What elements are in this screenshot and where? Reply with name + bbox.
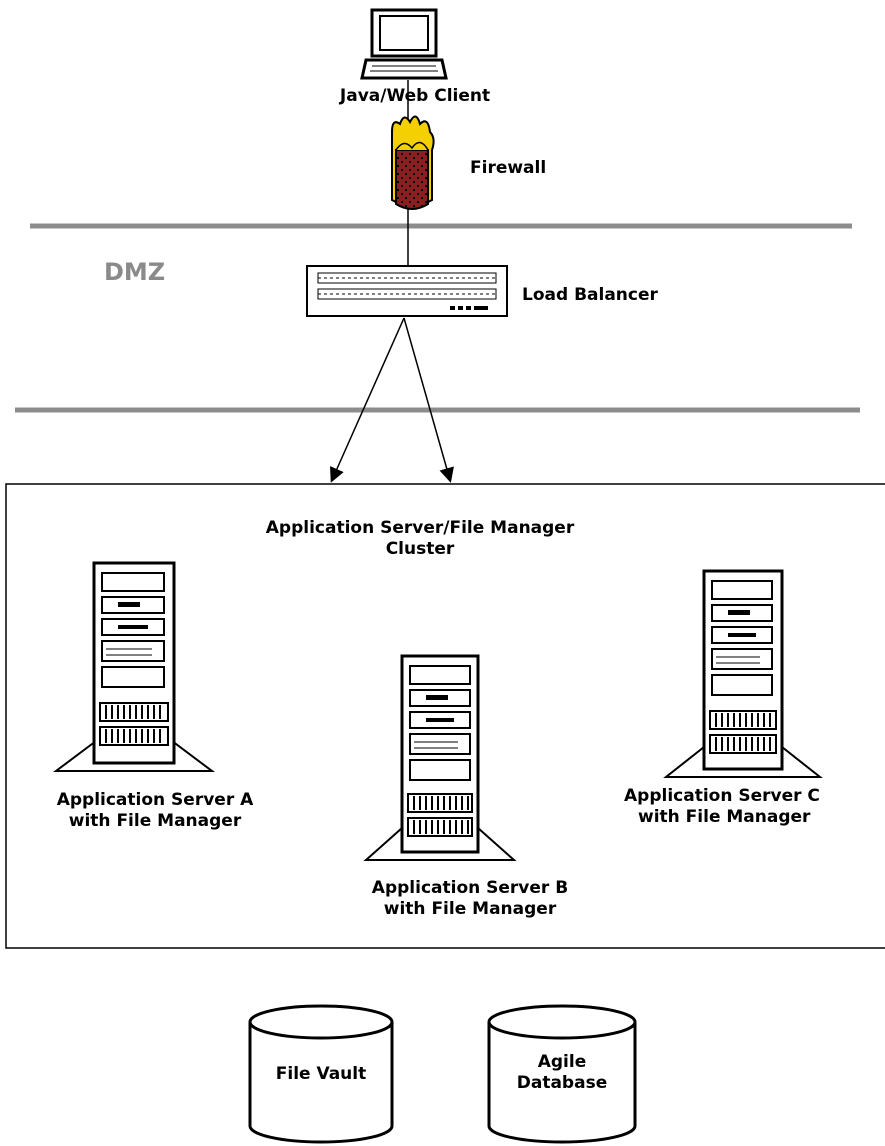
dmz-label: DMZ [104, 258, 166, 286]
database-cylinder-icon [487, 1004, 637, 1144]
load-balancer-label: Load Balancer [522, 285, 658, 305]
firewall-label: Firewall [470, 158, 547, 178]
laptop-icon [360, 8, 448, 80]
server-a-label: Application Server A with File Manager [56, 790, 254, 831]
lb-arrow-right [403, 317, 454, 483]
server-tower-icon [663, 569, 823, 778]
database-label: Agile Database [516, 1052, 608, 1093]
server-c-label-line: with File Manager [638, 807, 811, 827]
cluster-box [5, 483, 885, 949]
server-tower-icon [53, 561, 215, 772]
file-vault-label: File Vault [275, 1064, 367, 1084]
lb-arrow-left [330, 317, 405, 483]
server-b-label: Application Server B with File Manager [371, 878, 569, 919]
cluster-label: Application Server/File Manager Cluster [265, 518, 575, 559]
load-balancer-icon [306, 265, 508, 317]
firewall-icon [391, 115, 435, 210]
file-vault-cylinder-icon [248, 1004, 394, 1144]
server-tower-icon [363, 654, 517, 861]
server-c-label-line: Application Server C [624, 786, 820, 806]
client-label: Java/Web Client [339, 86, 491, 106]
